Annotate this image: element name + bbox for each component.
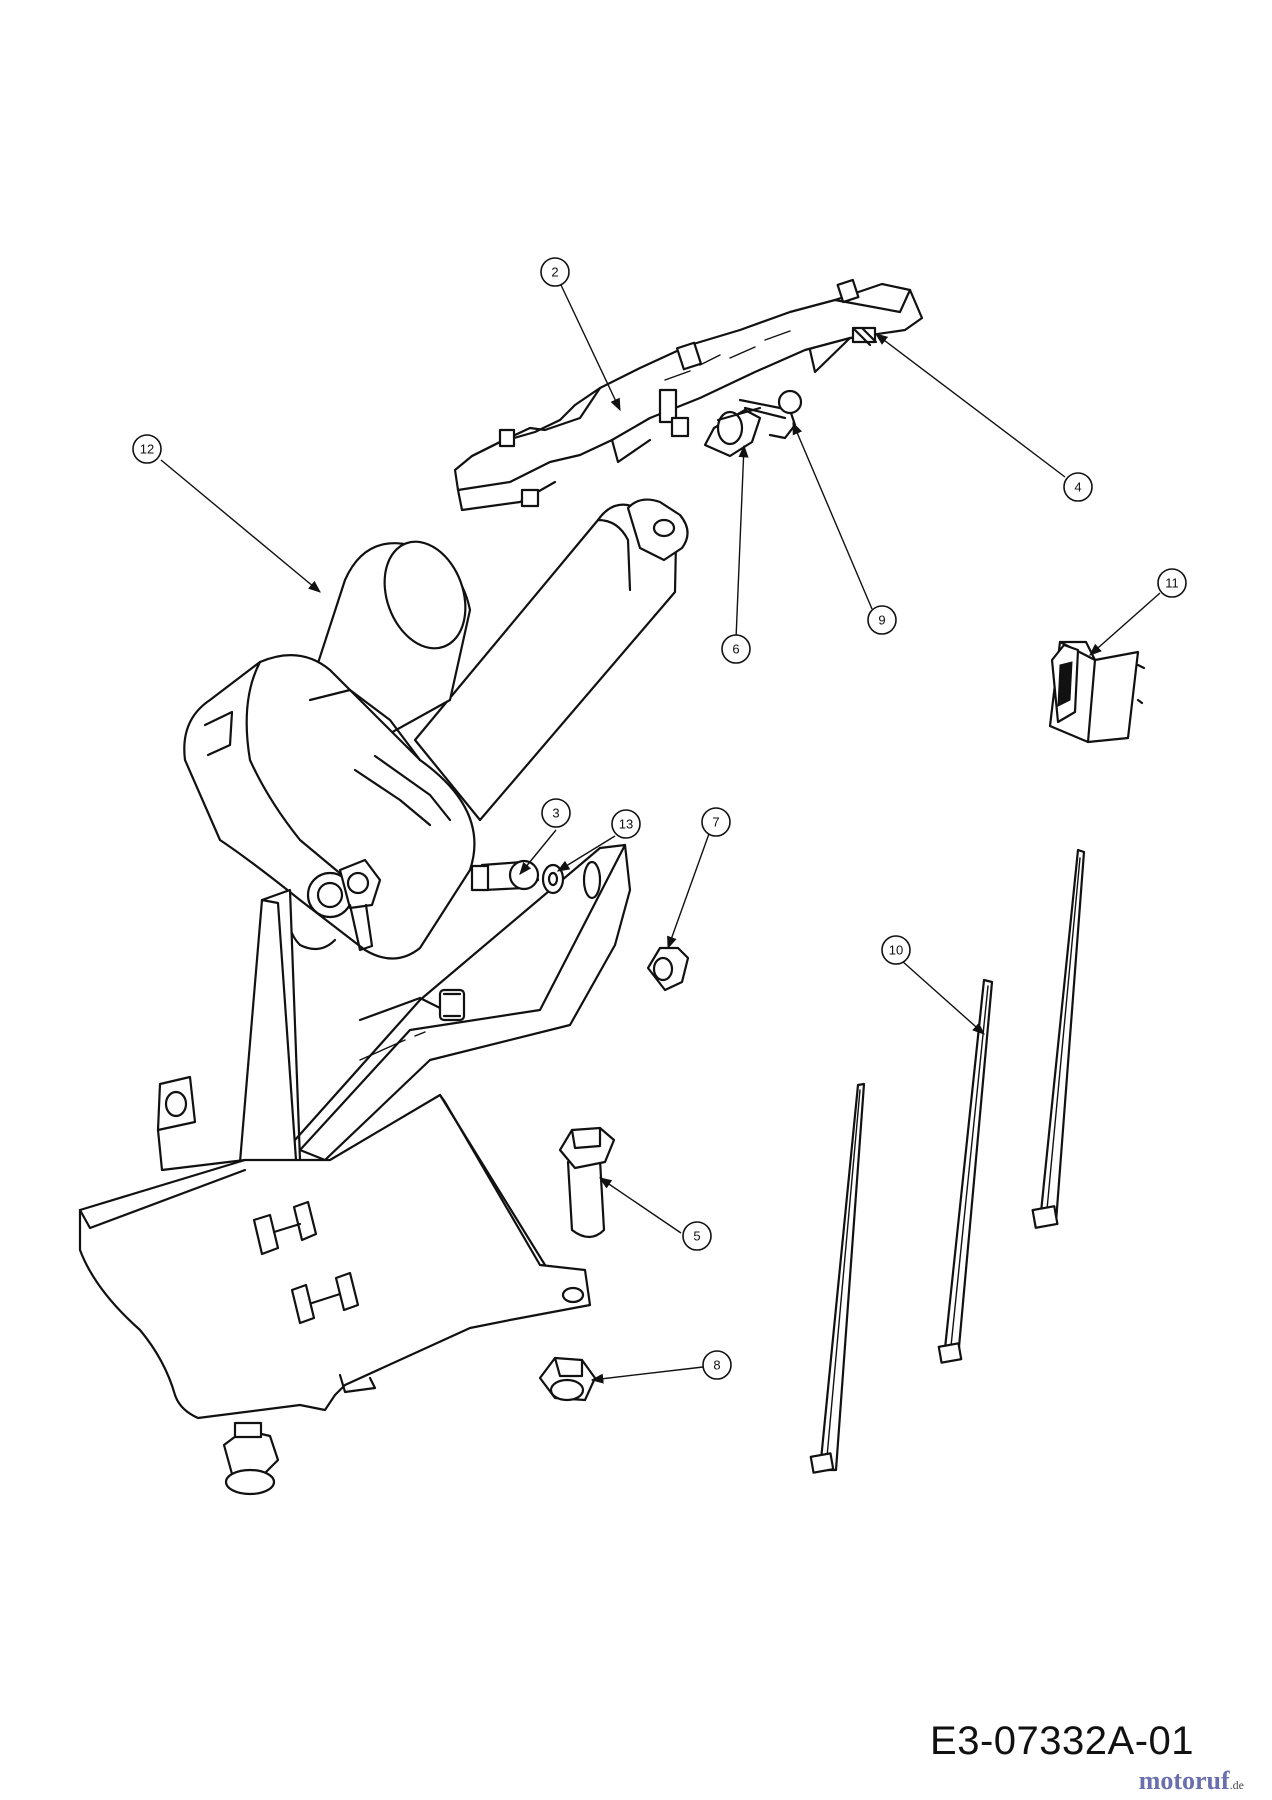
callout-12: 12 [132, 434, 162, 464]
part-3-hex-bolt [470, 859, 540, 892]
watermark-text: motoruf [1138, 1766, 1230, 1795]
callout-9: 9 [867, 605, 897, 635]
callout-5: 5 [682, 1221, 712, 1251]
part-6-clevis-pin [703, 406, 762, 458]
callout-4-label: 4 [1074, 480, 1081, 495]
callout-12-label: 12 [140, 442, 154, 457]
part-mounting-bracket [78, 843, 632, 1496]
leader-lines [160, 284, 1161, 1384]
part-2-pedal-bracket [453, 278, 924, 512]
callout-2: 2 [540, 257, 570, 287]
callout-10-label: 10 [889, 943, 903, 958]
callout-9-label: 9 [878, 613, 885, 628]
cable-tie-right [1031, 848, 1086, 1229]
part-5-shoulder-bolt [558, 1126, 616, 1239]
callout-8: 8 [702, 1350, 732, 1380]
callout-7-label: 7 [712, 815, 719, 830]
callout-5-label: 5 [693, 1229, 700, 1244]
diagram-reference-code: E3-07332A-01 [930, 1719, 1194, 1763]
part-13-washer [541, 863, 565, 895]
part-8-lock-nut [538, 1356, 597, 1402]
part-10-cable-ties [809, 848, 1086, 1474]
callout-7: 7 [701, 807, 731, 837]
callout-6: 6 [721, 634, 751, 664]
callout-11: 11 [1157, 568, 1187, 598]
callout-3: 3 [541, 798, 571, 828]
callout-13-label: 13 [619, 817, 633, 832]
part-11-rocker-switch [1048, 640, 1146, 744]
callout-3-label: 3 [552, 806, 559, 821]
part-7-flanged-nut [646, 946, 690, 992]
part-12-linear-actuator [183, 498, 689, 960]
cable-tie-left [809, 1082, 866, 1474]
callout-6-label: 6 [732, 642, 739, 657]
motoruf-watermark[interactable]: motoruf.de [1139, 1766, 1244, 1796]
callout-10: 10 [881, 935, 911, 965]
callout-13: 13 [611, 809, 641, 839]
callout-2-label: 2 [551, 265, 558, 280]
cable-tie-middle [937, 978, 994, 1364]
watermark-suffix: .de [1229, 1778, 1244, 1792]
callout-11-label: 11 [1165, 576, 1179, 591]
callout-4: 4 [1063, 472, 1093, 502]
callout-8-label: 8 [713, 1358, 720, 1373]
bracket-slot-markings [252, 1200, 360, 1325]
